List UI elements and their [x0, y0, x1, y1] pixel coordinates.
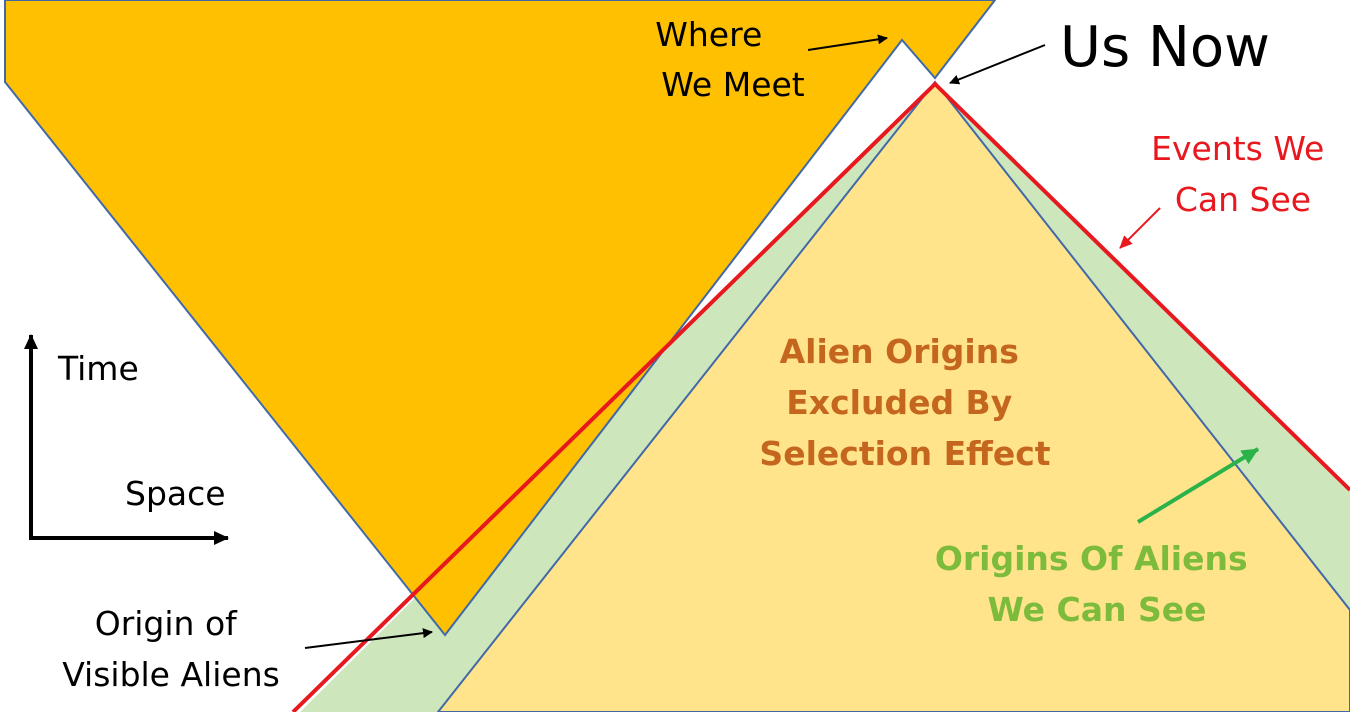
past-light-cone-line — [291, 81, 1350, 712]
where-we-meet-arrow — [807, 34, 888, 51]
origins-we-can-see-arrow — [1136, 447, 1260, 524]
alien-expansion-cone — [4, 0, 997, 637]
origins-we-can-see-label: Origins Of Aliens We Can See — [935, 539, 1259, 629]
origin-of-visible-aliens-arrow — [304, 628, 433, 649]
where-we-meet-label: Where We Meet — [655, 15, 805, 104]
us-now-label: Us Now — [1060, 15, 1270, 80]
origin-of-visible-aliens-label: Origin of Visible Aliens — [62, 604, 280, 694]
space-axis-label: Space — [125, 474, 226, 513]
us-now-arrow — [949, 44, 1046, 85]
events-we-can-see-arrow — [1119, 207, 1161, 249]
events-we-can-see-label: Events We Can See — [1151, 129, 1335, 219]
alien-origins-excluded-label: Alien Origins Excluded By Selection Effe… — [759, 332, 1050, 473]
time-axis-label: Time — [57, 349, 139, 388]
excluded-region — [436, 80, 1350, 712]
